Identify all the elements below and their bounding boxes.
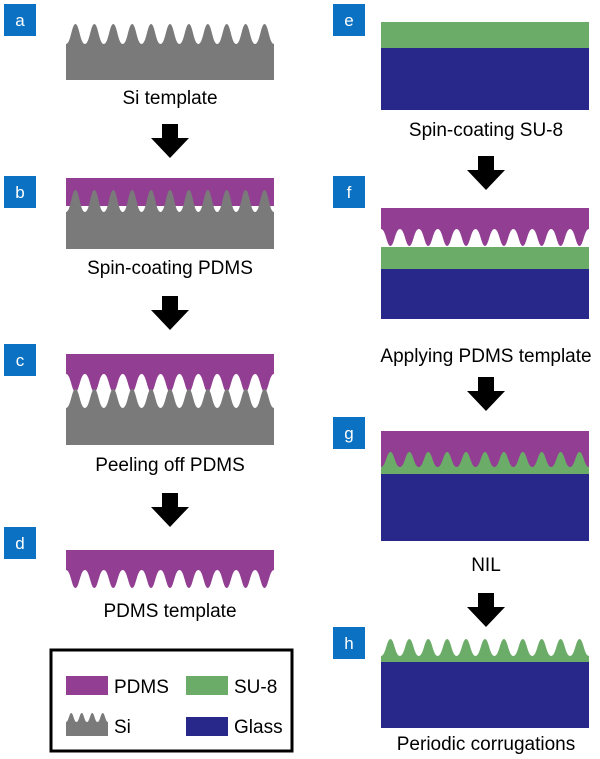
- pdms-mold-f: [381, 208, 589, 246]
- caption-a: Si template: [122, 88, 217, 109]
- badge-b: [4, 176, 36, 208]
- legend-swatch-si: [66, 713, 108, 736]
- glass-substrate-g: [381, 474, 589, 541]
- glass-substrate-h: [381, 662, 589, 728]
- caption-h: Periodic corrugations: [397, 734, 575, 755]
- legend-label-si: Si: [114, 717, 131, 738]
- legend-swatch-pdms: [66, 676, 108, 695]
- legend: PDMS SU-8 Si Glass: [49, 648, 294, 753]
- step-g: g NIL: [333, 417, 589, 576]
- caption-c: Peeling off PDMS: [95, 455, 245, 476]
- su8-layer-f: [381, 247, 589, 269]
- glass-substrate-f: [381, 269, 589, 319]
- su8-corrugated-g: [381, 452, 589, 476]
- step-d: d PDMS template: [4, 527, 274, 622]
- badge-f-letter: f: [347, 183, 352, 202]
- si-template-a: [66, 24, 274, 80]
- arrow-e-f: [467, 156, 505, 190]
- legend-label-glass: Glass: [234, 717, 283, 738]
- step-a: a Si template: [4, 4, 274, 109]
- su8-corrugations-h: [381, 639, 589, 664]
- legend-label-pdms: PDMS: [114, 677, 169, 698]
- si-template-b: [66, 190, 274, 249]
- legend-label-su8: SU-8: [234, 677, 277, 698]
- step-h: h Periodic corrugations: [333, 627, 589, 755]
- badge-b-letter: b: [15, 183, 24, 202]
- caption-d: PDMS template: [103, 601, 236, 622]
- arrow-b-c: [151, 296, 189, 330]
- badge-g: [333, 417, 365, 449]
- badge-c-letter: c: [16, 351, 25, 370]
- step-b: b Spin-coating PDMS: [4, 176, 274, 279]
- badge-a: [4, 4, 36, 36]
- badge-e: [333, 4, 365, 36]
- arrow-a-b: [151, 124, 189, 158]
- badge-h: [333, 627, 365, 659]
- badge-d: [4, 527, 36, 559]
- badge-e-letter: e: [344, 11, 353, 30]
- pdms-mold-c: [66, 354, 274, 392]
- su8-layer-e: [381, 22, 589, 48]
- badge-c: [4, 344, 36, 376]
- pdms-template-d: [66, 550, 274, 588]
- legend-swatch-su8: [186, 676, 228, 695]
- caption-g: NIL: [471, 555, 501, 576]
- glass-substrate-e: [381, 48, 589, 110]
- caption-e: Spin-coating SU-8: [409, 120, 563, 141]
- caption-f: Applying PDMS template: [380, 346, 591, 367]
- badge-g-letter: g: [344, 424, 353, 443]
- badge-h-letter: h: [344, 634, 353, 653]
- step-e: e Spin-coating SU-8: [333, 4, 589, 141]
- arrow-c-d: [151, 493, 189, 527]
- badge-a-letter: a: [15, 11, 25, 30]
- caption-b: Spin-coating PDMS: [87, 258, 253, 279]
- step-c: c Peeling off PDMS: [4, 344, 274, 476]
- si-template-c: [66, 389, 274, 445]
- arrow-g-h: [467, 593, 505, 627]
- badge-f: [333, 176, 365, 208]
- step-f: f Applying PDMS template: [333, 176, 592, 367]
- arrow-f-g: [467, 377, 505, 411]
- legend-swatch-glass: [186, 717, 228, 736]
- badge-d-letter: d: [15, 534, 24, 553]
